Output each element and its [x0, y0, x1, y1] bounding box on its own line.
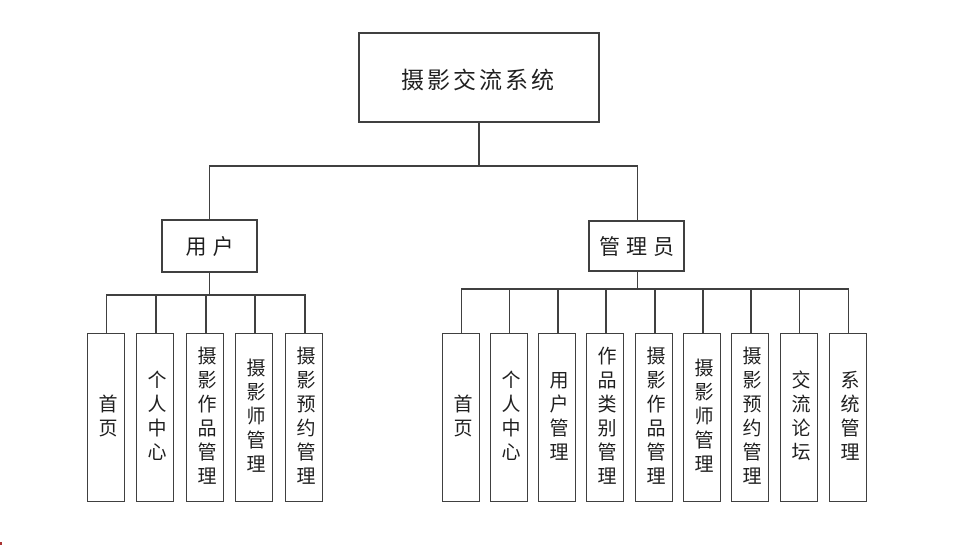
connector-admin-leaf-drop [798, 288, 800, 334]
node-user-personal-center: 个人中心 [136, 333, 174, 502]
connector-user-leaf-drop [155, 294, 157, 333]
connector-user-drop [208, 165, 210, 219]
node-admin-home: 首页 [442, 333, 480, 502]
connector-admin-stem [636, 272, 638, 288]
connector-admin-drop [636, 165, 638, 220]
user-branch-label: 用户 [185, 235, 240, 259]
leaf-label: 个人中心 [498, 369, 520, 466]
connector-user-leaf-drop [254, 294, 256, 333]
node-admin: 管理员 [588, 220, 685, 272]
node-user-photo-booking-mgmt: 摄影预约管理 [285, 333, 323, 502]
connector-admin-leaf-drop [557, 288, 559, 334]
node-root: 摄影交流系统 [358, 32, 600, 123]
node-admin-system-mgmt: 系统管理 [829, 333, 867, 502]
node-admin-photo-works-mgmt: 摄影作品管理 [635, 333, 673, 502]
node-user-photo-works-mgmt: 摄影作品管理 [186, 333, 224, 502]
node-admin-photographer-mgmt: 摄影师管理 [683, 333, 721, 502]
connector-admin-leaf-drop [605, 288, 607, 334]
leaf-label: 首页 [450, 393, 472, 442]
leaf-label: 摄影作品管理 [194, 345, 216, 490]
connector-admin-leaf-drop [702, 288, 704, 334]
connector-admin-leaf-drop [654, 288, 656, 334]
node-admin-works-category-mgmt: 作品类别管理 [586, 333, 624, 502]
artifact-dot [0, 542, 2, 545]
admin-branch-label: 管理员 [599, 235, 680, 259]
node-admin-user-mgmt: 用户管理 [538, 333, 576, 502]
connector-main-bus [208, 165, 638, 167]
leaf-label: 个人中心 [144, 369, 166, 466]
connector-user-stem [208, 273, 210, 294]
node-user-home: 首页 [87, 333, 125, 502]
node-admin-forum: 交流论坛 [780, 333, 818, 502]
leaf-label: 用户管理 [546, 369, 568, 466]
connector-root-drop [478, 123, 480, 165]
leaf-label: 作品类别管理 [594, 345, 616, 490]
connector-admin-leaf-drop [460, 288, 462, 334]
connector-admin-leaf-drop [847, 288, 849, 334]
connector-user-leaf-drop [304, 294, 306, 333]
node-admin-personal-center: 个人中心 [490, 333, 528, 502]
node-user-photographer-mgmt: 摄影师管理 [235, 333, 273, 502]
connector-admin-leaf-drop [750, 288, 752, 334]
leaf-label: 摄影预约管理 [293, 345, 315, 490]
leaf-label: 摄影师管理 [243, 357, 265, 478]
node-admin-photo-booking-mgmt: 摄影预约管理 [731, 333, 769, 502]
node-user: 用户 [161, 219, 258, 273]
connector-user-leaf-drop [105, 294, 107, 333]
leaf-label: 首页 [95, 393, 117, 442]
connector-user-leaf-drop [205, 294, 207, 333]
connector-admin-leaf-drop [508, 288, 510, 334]
corner-pixel-artifact [0, 542, 9, 545]
root-label: 摄影交流系统 [401, 67, 557, 93]
leaf-label: 交流论坛 [788, 369, 810, 466]
leaf-label: 摄影作品管理 [643, 345, 665, 490]
leaf-label: 摄影预约管理 [739, 345, 761, 490]
leaf-label: 系统管理 [837, 369, 859, 466]
leaf-label: 摄影师管理 [691, 357, 713, 478]
